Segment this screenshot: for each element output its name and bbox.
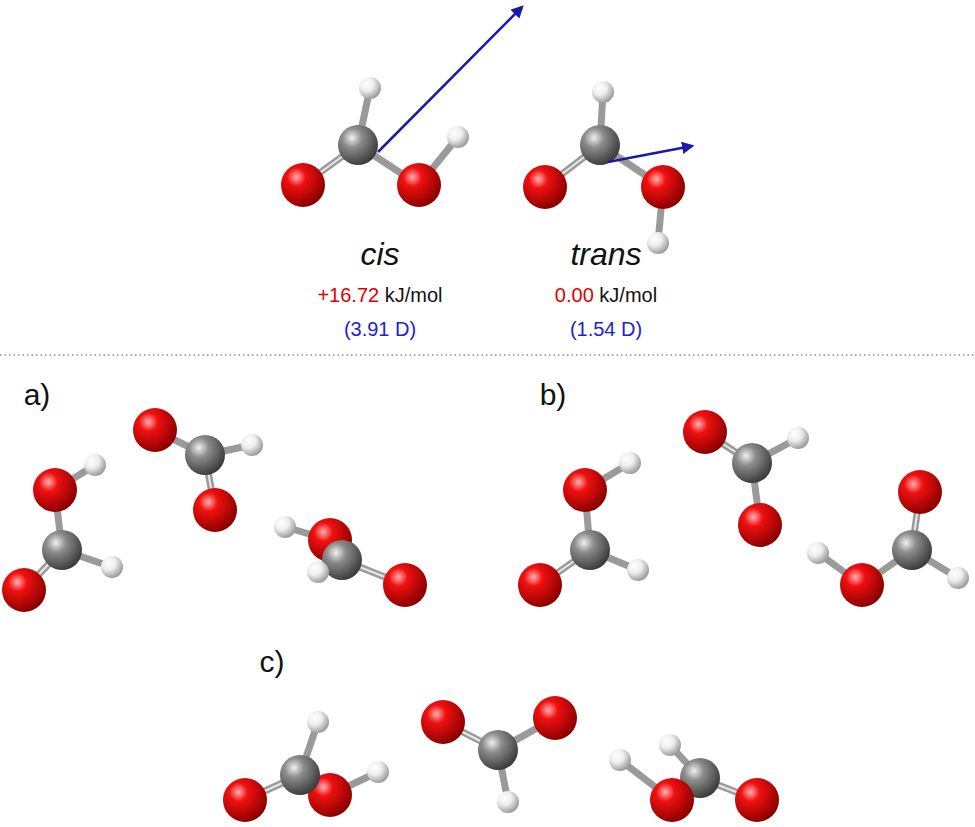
label-row: 0.00kJ/mol (555, 284, 657, 307)
label-row: a) (24, 378, 51, 413)
isomer-name: cis (360, 236, 399, 272)
isomer-name: trans (570, 236, 641, 272)
trans-molecule (523, 81, 692, 254)
label-row: (3.91 D) (344, 318, 416, 341)
panel-label: b) (540, 378, 567, 411)
label-row: (1.54 D) (570, 318, 642, 341)
dipole-value: (3.91 D) (344, 318, 416, 340)
label-row: +16.72 kJ/mol (317, 284, 442, 307)
energy-unit: kJ/mol (599, 284, 657, 306)
trimer-b (518, 410, 969, 607)
energy-value: 0.00 (555, 284, 594, 306)
energy-value: +16.72 (317, 284, 379, 306)
dipole-arrow (378, 7, 522, 152)
label-row: trans (570, 236, 641, 273)
label-row: cis (360, 236, 399, 273)
trimer-c (223, 696, 779, 822)
trimer-a (2, 408, 427, 612)
label-row: c) (260, 645, 285, 680)
energy-unit: kJ/mol (385, 284, 443, 306)
divider-line (0, 354, 975, 355)
dipole-arrow (608, 146, 692, 162)
dipole-value: (1.54 D) (570, 318, 642, 340)
cis-molecule (281, 7, 522, 207)
panel-label: c) (260, 645, 285, 678)
label-row: b) (540, 378, 567, 413)
panel-label: a) (24, 378, 51, 411)
